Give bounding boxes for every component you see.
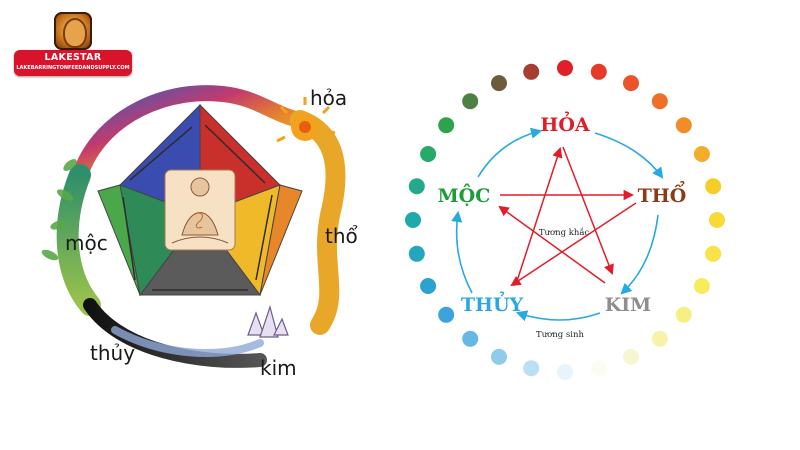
ribbon-right [290, 110, 346, 335]
sun-icon [276, 97, 336, 143]
color-dot [590, 63, 607, 80]
star-arrow-tho-thuy [510, 202, 637, 287]
color-dot [438, 306, 455, 323]
color-dot [491, 348, 507, 365]
color-dot [438, 117, 455, 134]
color-dot [523, 360, 540, 377]
crystal-icon [247, 304, 289, 338]
color-dot [523, 63, 540, 80]
color-dot [693, 278, 710, 294]
color-dot [675, 306, 692, 323]
logo-banner: LAKESTAR LAKEBARRINGTONFEEDANDSUPPLY.COM [14, 50, 132, 76]
cycle-arrow-thuy-moc [451, 210, 473, 294]
leaf-icon [41, 159, 77, 261]
color-dot [693, 146, 710, 162]
cycle-arrow-hoa-tho [594, 132, 664, 179]
color-dot [405, 212, 421, 228]
label-moc: mộc [65, 231, 108, 255]
cycle-arrow-kim-thuy [515, 310, 601, 322]
ribbon-left [56, 164, 101, 316]
color-dot [491, 75, 507, 92]
logo-name: LAKESTAR [44, 52, 102, 63]
color-dot [651, 93, 668, 110]
bottom-note: Tương sinh [536, 330, 584, 340]
color-dot [651, 330, 668, 347]
color-dot [590, 360, 607, 377]
label-tho: thổ [325, 224, 358, 248]
color-dot [557, 364, 573, 380]
logo-face-icon [54, 12, 92, 50]
color-dot [408, 178, 425, 195]
label-hoa: hỏa [310, 86, 347, 110]
color-dot [420, 278, 437, 294]
color-dot [623, 75, 639, 92]
label-hoa-caps: HỎA [540, 110, 590, 136]
ribbon-top [72, 85, 308, 183]
star-arrow-hoa-kim [562, 146, 614, 275]
color-dot [705, 178, 722, 195]
color-dot [623, 348, 639, 365]
color-dot [709, 212, 725, 228]
five-elements-illustration: hỏa thổ kim thủy mộc [41, 85, 358, 380]
star-arrow-kim-moc [498, 205, 606, 284]
label-moc-caps: MỘC [438, 183, 491, 207]
color-dot [462, 330, 479, 347]
logo-url: LAKEBARRINGTONFEEDANDSUPPLY.COM [16, 65, 130, 71]
color-dot [420, 146, 437, 162]
label-tho-caps: THỔ [638, 180, 687, 207]
label-thuy: thủy [90, 341, 135, 365]
color-dot [557, 60, 573, 76]
cycle-arrow-moc-hoa [477, 127, 543, 178]
lakestar-logo[interactable]: LAKESTAR LAKEBARRINGTONFEEDANDSUPPLY.COM [14, 12, 132, 78]
color-dot [408, 245, 425, 262]
meditation-figure-icon [164, 169, 236, 251]
label-thuy-caps: THỦY [461, 290, 524, 316]
star-arrow-thuy-hoa [516, 147, 563, 282]
five-elements-cycle-diagram: HỎA THỔ KIM THỦY MỘC Tương khắc Tương si… [405, 60, 725, 380]
center-note: Tương khắc [539, 226, 590, 238]
color-dot [705, 245, 722, 262]
color-dot-ring [405, 60, 725, 380]
color-dot [462, 93, 479, 110]
label-kim-caps: KIM [605, 294, 651, 316]
cycle-arrow-tho-kim [620, 214, 659, 295]
label-kim: kim [260, 356, 297, 380]
color-dot [675, 117, 692, 134]
